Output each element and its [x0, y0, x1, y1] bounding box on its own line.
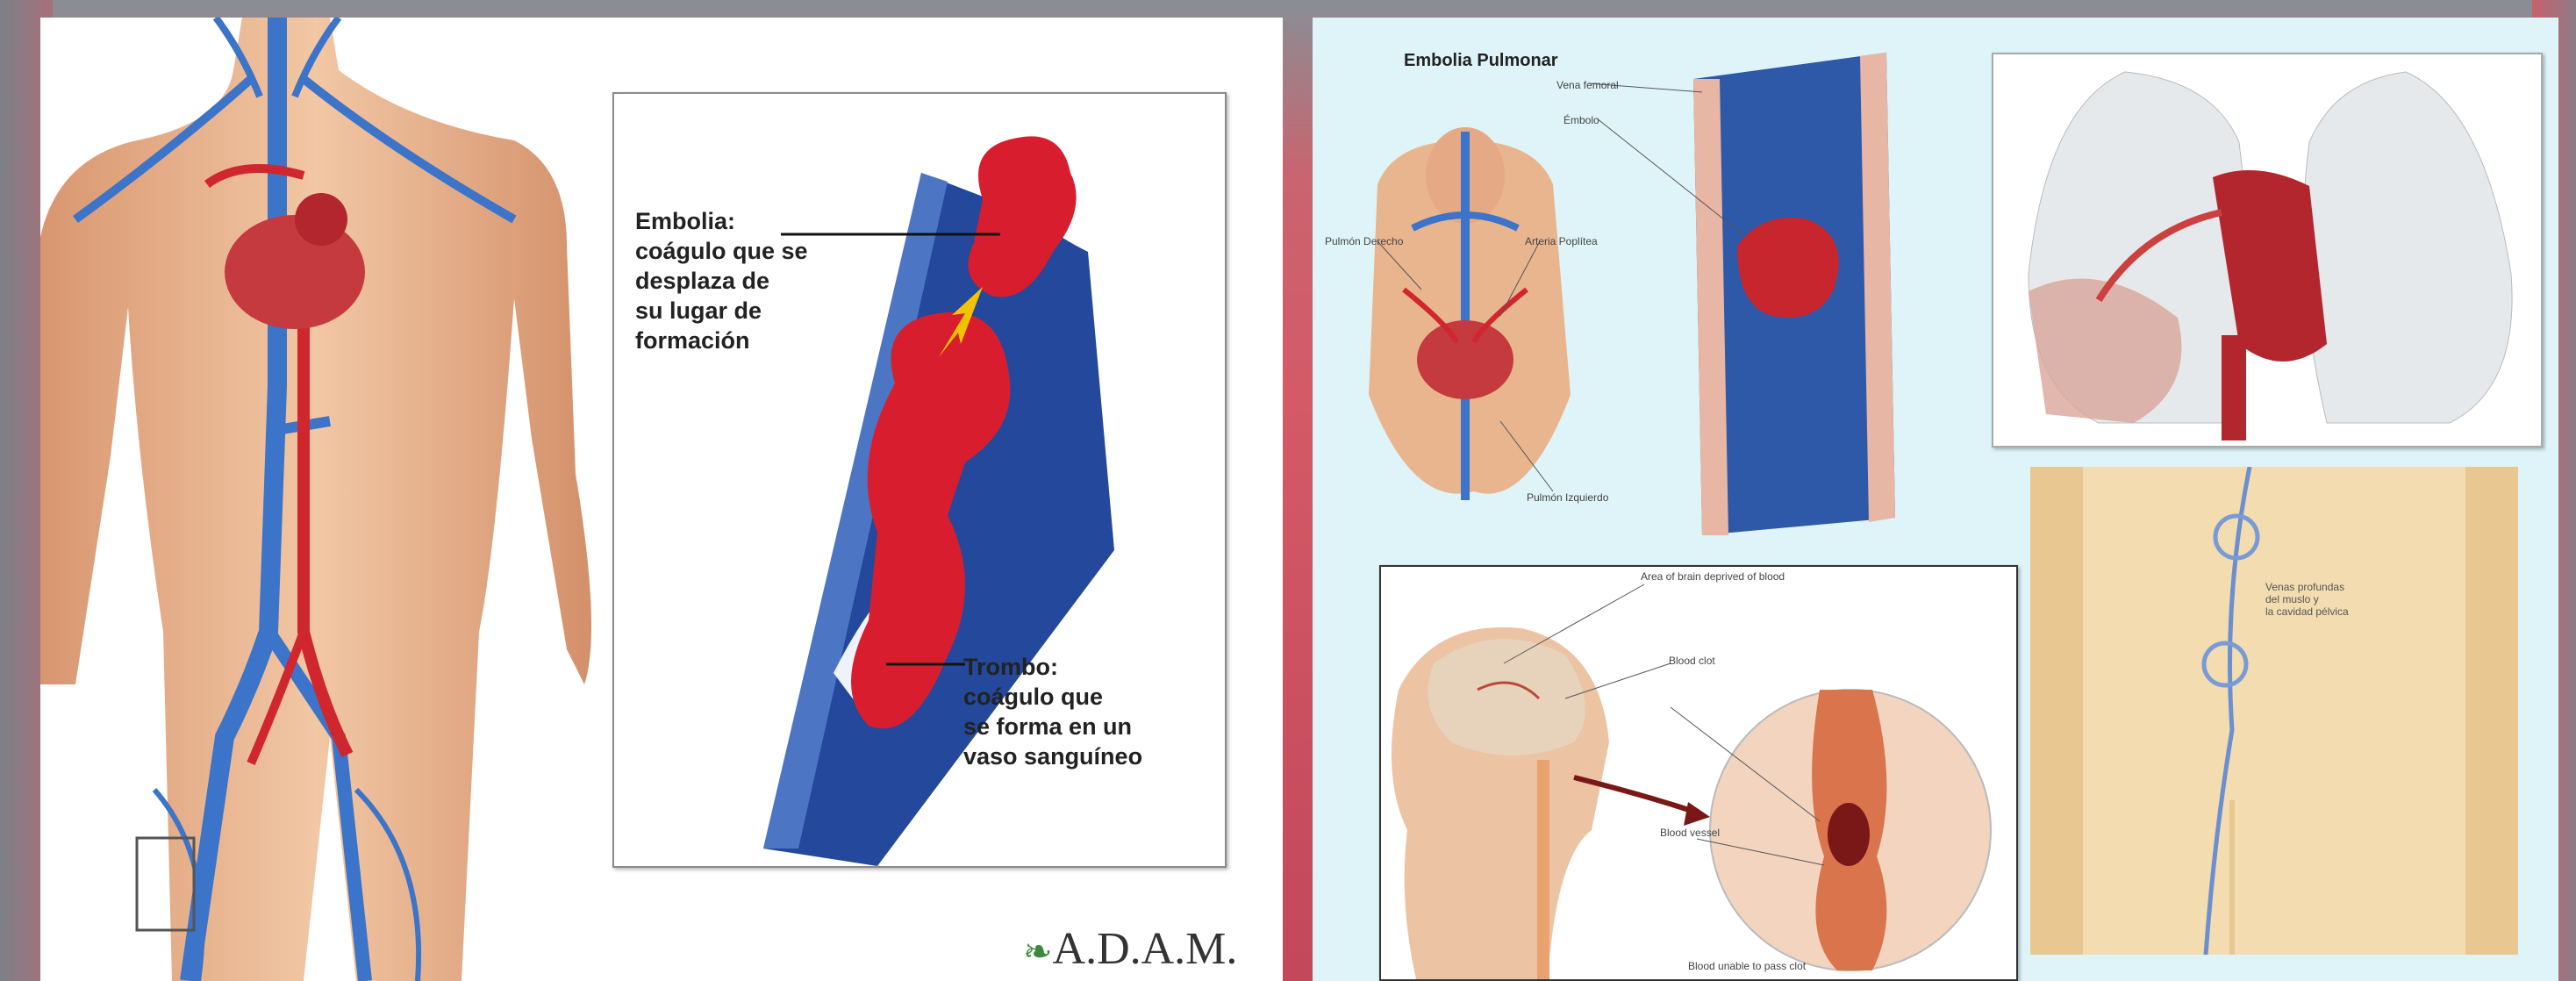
lungs-drawing [1993, 54, 2541, 446]
left-lung [2303, 72, 2512, 423]
legs-veins-image: Venas profundas del muslo y la cavidad p… [2030, 467, 2518, 955]
embolia-title: Embolia: [635, 206, 808, 236]
brain [1428, 639, 1585, 755]
trombo-line: vaso sanguíneo [963, 741, 1142, 771]
heart [1417, 320, 1513, 399]
label-pulmon-izquierdo: Pulmón Izquierdo [1527, 491, 1608, 504]
pulmonary-drawing [1325, 26, 1921, 553]
legs-drawing [2030, 467, 2518, 955]
trombo-line: coágulo que [963, 682, 1142, 712]
lungs-image [1992, 53, 2543, 448]
trombo-caption: Trombo: coágulo que se forma en un vaso … [963, 652, 1142, 771]
embolia-line: coágulo que se [635, 236, 808, 266]
legs-label-line: la cavidad pélvica [2265, 605, 2349, 618]
brain-drawing [1381, 567, 2016, 979]
pulmonary-diagram: Embolia Pulmonar Vena femoral Émbolo Pul… [1325, 26, 1921, 553]
label-vena-femoral: Vena femoral [1556, 79, 1619, 91]
trombo-line: se forma en un [963, 712, 1142, 741]
blood-clot [1828, 803, 1870, 866]
legs-label-line: del muslo y [2265, 593, 2349, 605]
legs-label: Venas profundas del muslo y la cavidad p… [2265, 581, 2349, 618]
embolia-line: formación [635, 326, 808, 355]
label-blood-vessel: Blood vessel [1660, 827, 1720, 839]
adam-logo: ❧A.D.A.M. [1023, 923, 1237, 975]
deep-vein [2206, 467, 2250, 955]
leaf-icon: ❧ [1023, 932, 1053, 971]
vessel-inset: Embolia: coágulo que se desplaza de su l… [612, 92, 1227, 868]
thrombus-embolism-illustration: Embolia: coágulo que se desplaza de su l… [40, 18, 1283, 981]
logo-text: A.D.A.M. [1053, 924, 1238, 974]
legs-label-line: Venas profundas [2265, 581, 2349, 593]
human-body [40, 18, 591, 981]
pulmonary-embolism-collage: Embolia Pulmonar Vena femoral Émbolo Pul… [1313, 18, 2558, 981]
brain-embolism-image: Area of brain deprived of blood Blood cl… [1379, 565, 2018, 981]
arrow-icon [1684, 802, 1710, 826]
label-arteria-poplitea: Arteria Poplítea [1525, 235, 1598, 247]
embolus [1737, 218, 1839, 318]
embolia-line: su lugar de [635, 296, 808, 326]
label-embolo: Émbolo [1563, 114, 1599, 126]
highlight-ring [2204, 643, 2246, 685]
label-brain-area: Area of brain deprived of blood [1641, 570, 1785, 583]
label-blood-unable: Blood unable to pass clot [1688, 960, 1806, 972]
trombo-title: Trombo: [963, 652, 1142, 682]
label-pulmon-derecho: Pulmón Derecho [1325, 235, 1403, 247]
embolia-line: desplaza de [635, 266, 808, 296]
embolia-caption: Embolia: coágulo que se desplaza de su l… [635, 206, 808, 355]
label-blood-clot: Blood clot [1669, 655, 1715, 667]
